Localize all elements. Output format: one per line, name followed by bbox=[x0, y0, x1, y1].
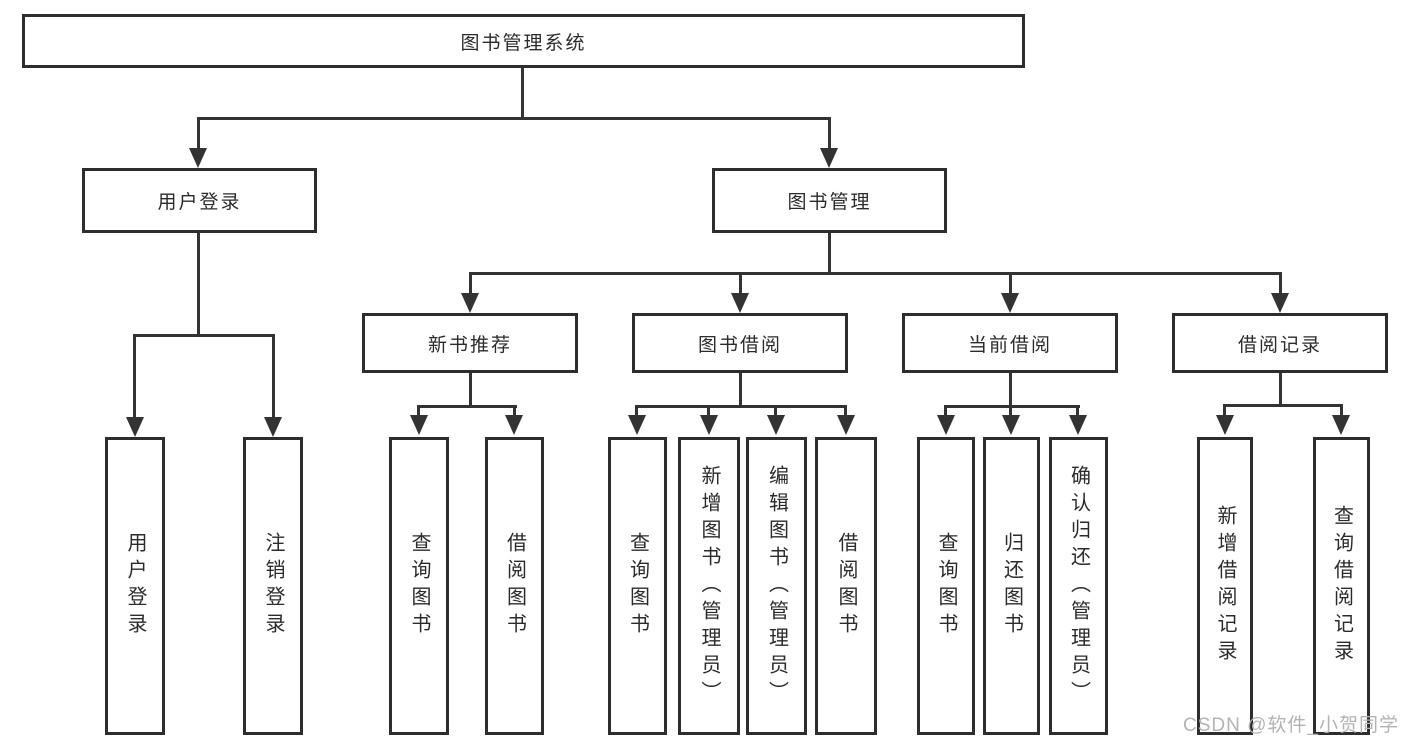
connector-line bbox=[1076, 405, 1079, 419]
node-current-borrowing: 当前借阅 bbox=[902, 313, 1118, 373]
arrowhead-down-icon bbox=[505, 415, 523, 435]
leaf-query-books: 查询图书 bbox=[608, 437, 667, 735]
leaf-logout: 注销登录 bbox=[243, 437, 303, 735]
arrowhead-down-icon bbox=[937, 415, 955, 435]
arrowhead-down-icon bbox=[1216, 415, 1234, 435]
arrowhead-down-icon bbox=[731, 293, 749, 313]
arrowhead-down-icon bbox=[1332, 415, 1350, 435]
leaf-query-borrow-record: 查询借阅记录 bbox=[1313, 437, 1370, 735]
leaf-confirm-return-admin: 确认归还（管理员） bbox=[1049, 437, 1108, 735]
arrowhead-down-icon bbox=[1271, 293, 1289, 313]
arrowhead-down-icon bbox=[264, 417, 282, 437]
leaf-user-login: 用户登录 bbox=[105, 437, 165, 735]
connector-root-stem bbox=[521, 68, 524, 120]
leaf-edit-books-admin: 编辑图书（管理员） bbox=[746, 437, 807, 735]
leaf-borrow-books: 借阅图书 bbox=[815, 437, 877, 735]
leaf-borrow-books: 借阅图书 bbox=[485, 437, 544, 735]
connector-line bbox=[1279, 272, 1282, 295]
connector-user-login-stem bbox=[197, 233, 200, 337]
connector-stem bbox=[739, 373, 742, 408]
connector-line bbox=[828, 117, 831, 150]
node-book-borrowing: 图书借阅 bbox=[632, 313, 848, 373]
leaf-add-borrow-record: 新增借阅记录 bbox=[1197, 437, 1253, 735]
connector-root-split bbox=[197, 117, 831, 120]
connector-line bbox=[739, 272, 742, 295]
arrowhead-down-icon bbox=[767, 415, 785, 435]
connector-line bbox=[469, 272, 472, 295]
connector-stem bbox=[1009, 373, 1012, 408]
connector-line bbox=[1009, 272, 1012, 295]
connector-line bbox=[513, 405, 516, 419]
csdn-watermark: CSDN @软件_小贺同学 bbox=[1183, 715, 1399, 736]
connector-line bbox=[1223, 404, 1226, 419]
connector-user-login-split bbox=[133, 334, 275, 337]
connector-stem bbox=[1279, 373, 1282, 407]
arrowhead-down-icon bbox=[628, 415, 646, 435]
connector-line bbox=[272, 334, 275, 418]
node-user-login: 用户登录 bbox=[82, 168, 317, 233]
connector-split bbox=[635, 405, 847, 408]
connector-line bbox=[417, 405, 420, 419]
arrowhead-down-icon bbox=[700, 415, 718, 435]
connector-line bbox=[197, 117, 200, 150]
arrowhead-down-icon bbox=[1001, 293, 1019, 313]
connector-line bbox=[944, 405, 947, 419]
arrowhead-down-icon bbox=[820, 148, 838, 168]
connector-line bbox=[133, 334, 136, 418]
arrowhead-down-icon bbox=[461, 293, 479, 313]
connector-book-mgmt-stem bbox=[828, 233, 831, 275]
arrowhead-down-icon bbox=[126, 417, 144, 437]
arrowhead-down-icon bbox=[1069, 415, 1087, 435]
connector-line bbox=[774, 405, 777, 419]
connector-split bbox=[1223, 404, 1343, 407]
connector-line bbox=[1340, 404, 1343, 419]
connector-book-mgmt-split bbox=[469, 272, 1282, 275]
arrowhead-down-icon bbox=[410, 415, 428, 435]
connector-stem bbox=[469, 373, 472, 408]
node-library-management-system: 图书管理系统 bbox=[22, 14, 1025, 68]
leaf-add-books-admin: 新增图书（管理员） bbox=[678, 437, 740, 735]
arrowhead-down-icon bbox=[189, 148, 207, 168]
connector-line bbox=[1009, 405, 1012, 419]
node-new-book-recommendation: 新书推荐 bbox=[362, 313, 578, 373]
arrowhead-down-icon bbox=[1002, 415, 1020, 435]
connector-line bbox=[844, 405, 847, 419]
connector-split bbox=[417, 405, 517, 408]
node-book-management: 图书管理 bbox=[712, 168, 947, 233]
leaf-return-books: 归还图书 bbox=[983, 437, 1040, 735]
connector-line bbox=[635, 405, 638, 419]
leaf-query-books: 查询图书 bbox=[917, 437, 975, 735]
arrowhead-down-icon bbox=[837, 415, 855, 435]
connector-line bbox=[707, 405, 710, 419]
connector-split bbox=[944, 405, 1080, 408]
leaf-query-books: 查询图书 bbox=[389, 437, 449, 735]
node-borrowing-records: 借阅记录 bbox=[1172, 313, 1388, 373]
